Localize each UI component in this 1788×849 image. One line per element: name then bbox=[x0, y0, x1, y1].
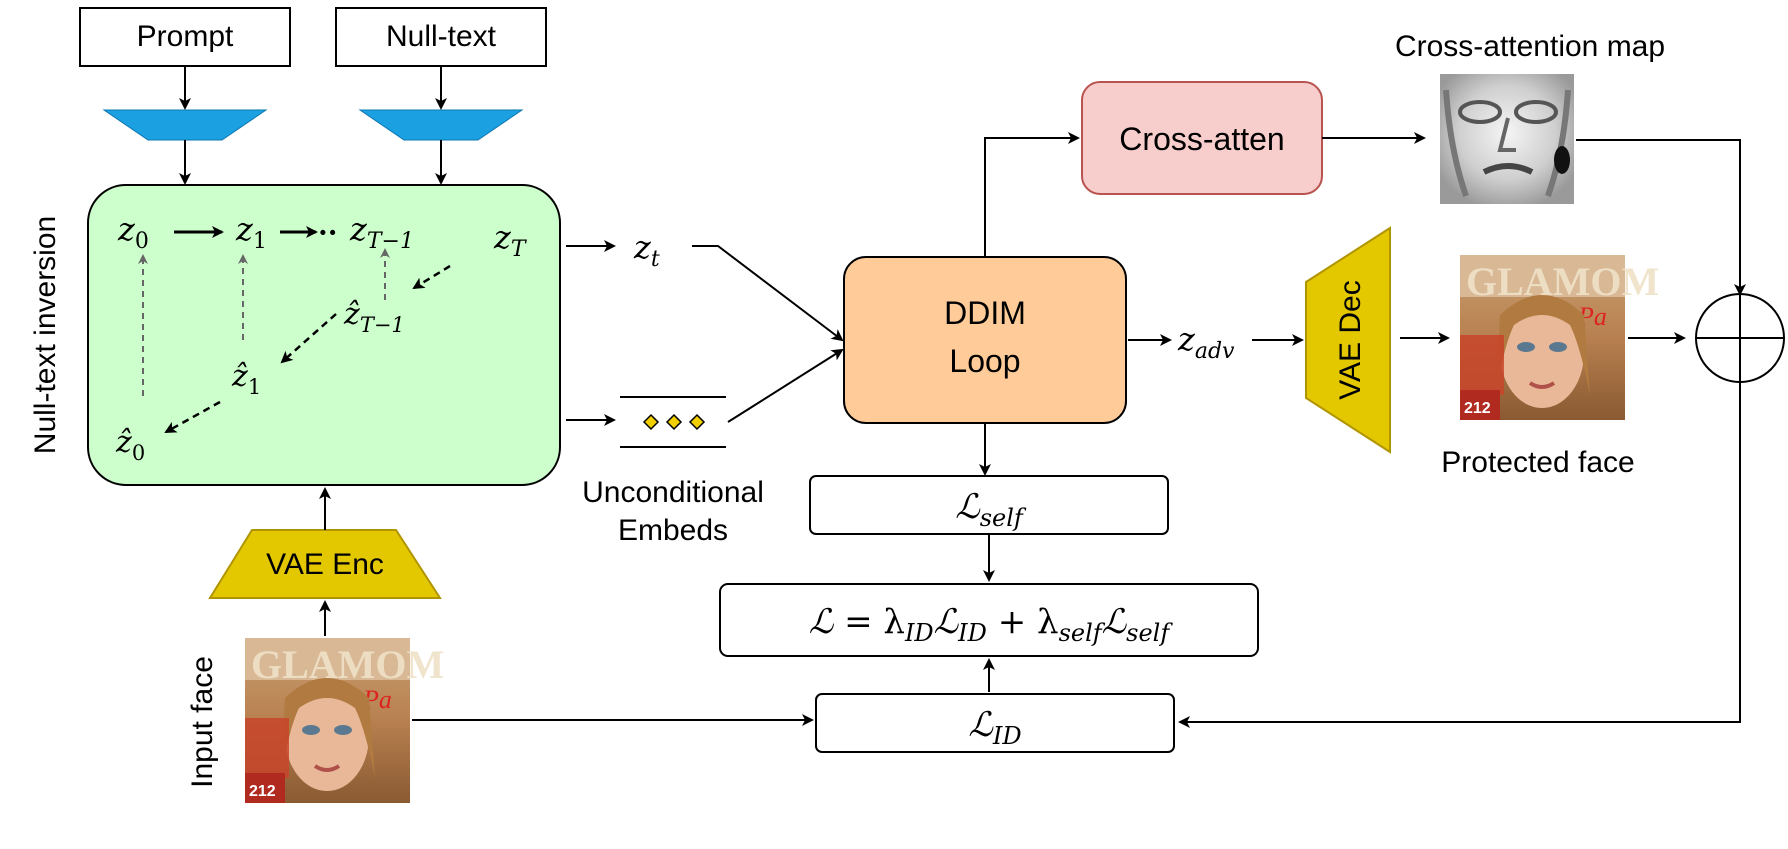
total-loss-box bbox=[719, 583, 1259, 657]
combine-operator bbox=[1695, 293, 1785, 383]
uncond-diamond bbox=[688, 413, 706, 431]
zhat1-node: ẑ1 bbox=[231, 359, 261, 399]
zTm1-node: zT−1 bbox=[349, 210, 414, 254]
lself-formula: ℒself bbox=[955, 487, 1027, 532]
uncond-diamond bbox=[665, 413, 683, 431]
zhat1-to-zhat0-arrow bbox=[164, 400, 221, 434]
zhat0-node: ẑ0 bbox=[115, 425, 145, 465]
zt-to-ddim-arrow bbox=[692, 245, 844, 342]
z0-node: z0 bbox=[117, 210, 149, 254]
lid-box bbox=[815, 693, 1175, 753]
protected-face-label: Protected face bbox=[1441, 446, 1634, 479]
crossatten-map-image bbox=[1440, 74, 1574, 204]
ddim-to-crossatten-arrow bbox=[984, 132, 1080, 257]
vaeenc-label: VAE Enc bbox=[266, 548, 384, 581]
ddim-label-line2: Loop bbox=[949, 343, 1020, 379]
nulltext-inversion-label: Null-text inversion bbox=[29, 216, 62, 454]
zhatTm1-to-zhat1-arrow bbox=[280, 313, 337, 364]
ddim-label-line1: DDIM bbox=[944, 295, 1026, 331]
nulltext-text-encoder bbox=[358, 109, 524, 141]
prompt-label: Prompt bbox=[137, 20, 234, 53]
zhatTm1-node: ẑT−1 bbox=[343, 297, 405, 337]
total-loss-formula: ℒ = λIDℒID + λselfℒself bbox=[809, 602, 1174, 647]
zt-label: zt bbox=[633, 228, 660, 272]
ellipsis: ·· bbox=[318, 216, 338, 249]
z1-node: z1 bbox=[235, 210, 267, 254]
uncond-label-line1: Unconditional bbox=[582, 476, 764, 509]
uncond-to-ddim-arrow bbox=[727, 348, 844, 423]
ddim-loop-box bbox=[843, 256, 1127, 424]
nulltext-box bbox=[335, 7, 547, 67]
crossatten-label: Cross-atten bbox=[1119, 121, 1284, 157]
lid-formula: ℒID bbox=[968, 705, 1021, 750]
map-to-combine-arrow bbox=[1576, 139, 1746, 296]
vae-decoder bbox=[1305, 226, 1391, 454]
crossatten-map-title: Cross-attention map bbox=[1395, 30, 1665, 63]
combine-to-lid-arrow bbox=[1178, 382, 1741, 728]
zadv-label: zadv bbox=[1177, 320, 1235, 364]
nulltext-label: Null-text bbox=[386, 20, 497, 53]
input-face-label: Input face bbox=[186, 656, 219, 788]
zT-node: zT bbox=[493, 218, 528, 262]
prompt-box bbox=[79, 7, 291, 67]
vaedec-label: VAE Dec bbox=[1334, 280, 1367, 400]
uncond-diamond bbox=[642, 413, 660, 431]
uncond-label-line2: Embeds bbox=[618, 514, 728, 547]
vae-encoder bbox=[208, 529, 442, 599]
prompt-text-encoder bbox=[102, 109, 268, 141]
